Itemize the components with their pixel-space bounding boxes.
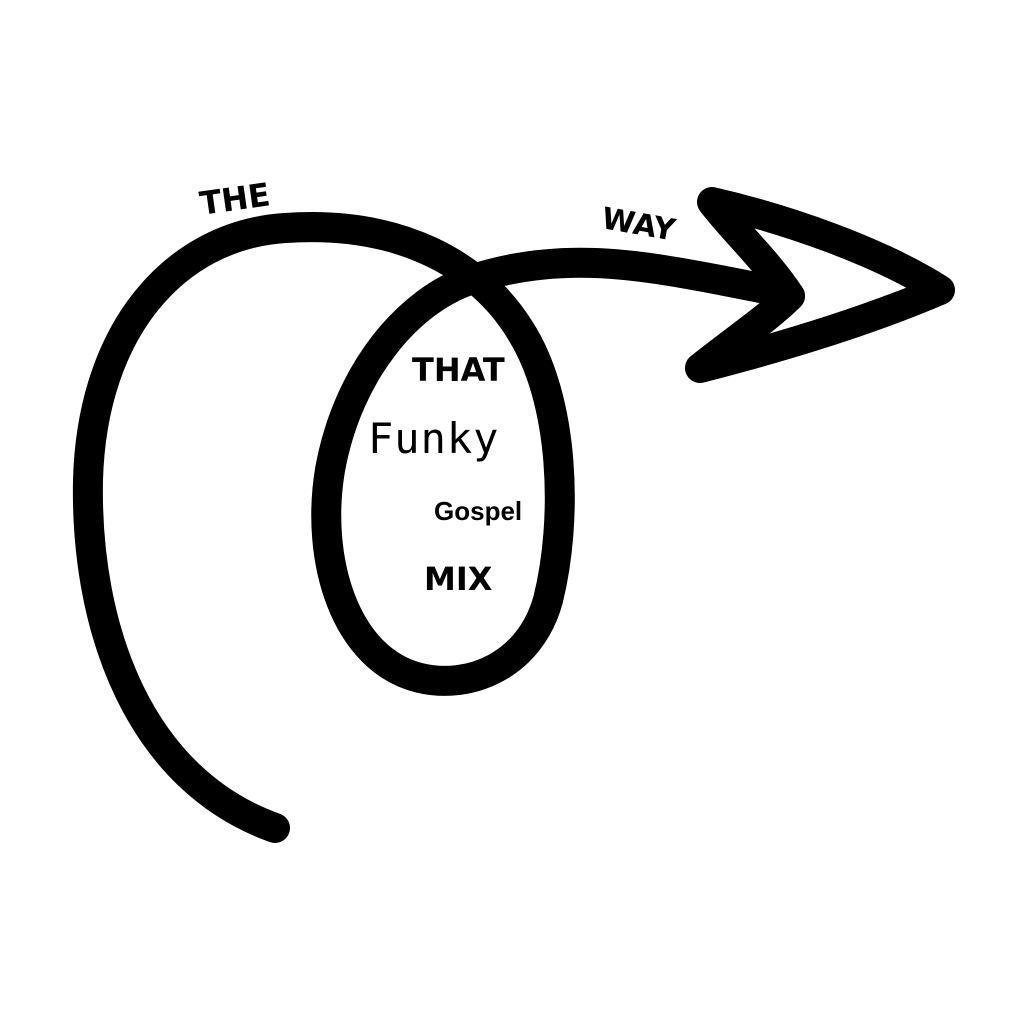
loop-stroke xyxy=(72,212,805,843)
arrow-head xyxy=(685,187,955,383)
word-that: THAT xyxy=(412,351,505,389)
word-funky: Funky xyxy=(368,414,500,463)
word-mix: MIX xyxy=(424,560,493,598)
word-the: THE xyxy=(197,175,273,223)
word-gospel: Gospel xyxy=(434,496,523,526)
